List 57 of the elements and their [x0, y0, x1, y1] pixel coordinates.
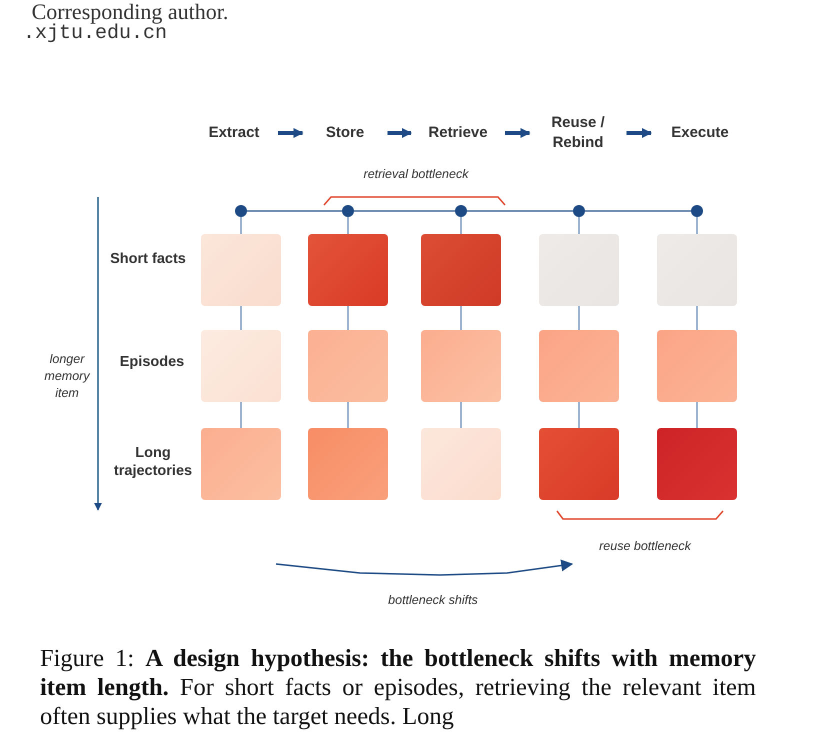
connector-line — [467, 210, 573, 212]
arrow-label: bottleneck shifts — [387, 592, 479, 608]
stage-marker — [573, 205, 585, 217]
stage-label: Execute — [651, 123, 749, 143]
heat-cell — [201, 234, 281, 306]
connector-line — [347, 306, 349, 330]
connector-line — [247, 210, 342, 212]
stage-marker — [342, 205, 354, 217]
stage-marker — [235, 205, 247, 217]
axis-label: longer memory item — [43, 351, 91, 402]
connector-line — [578, 217, 580, 234]
stage-marker — [691, 205, 703, 217]
row-label: Long trajectories — [112, 444, 194, 480]
heat-cell — [421, 234, 501, 306]
heat-cell — [201, 330, 281, 402]
heat-cell — [421, 428, 501, 500]
connector-line — [460, 402, 462, 428]
heat-cell — [539, 330, 619, 402]
stage-label: Store — [302, 123, 388, 143]
arrow — [626, 128, 652, 138]
heat-cell — [308, 330, 388, 402]
connector-line — [354, 210, 455, 212]
heat-cell — [539, 234, 619, 306]
connector-line — [578, 402, 580, 428]
connector-line — [347, 217, 349, 234]
connector-line — [578, 306, 580, 330]
heat-cell — [308, 428, 388, 500]
connector-line — [240, 306, 242, 330]
figure-caption: Figure 1: A design hypothesis: the bottleneck shifts with memory item length. For short facts or episodes, retrieving the relevant item often supplies what the target needs. Long — [40, 644, 756, 731]
stage-label: Reuse / Rebind — [530, 113, 626, 153]
stage-label: Extract — [190, 123, 278, 143]
connector-line — [347, 402, 349, 428]
connector-line — [585, 210, 691, 212]
connector-line — [240, 402, 242, 428]
arrow — [388, 128, 412, 138]
heat-cell — [657, 330, 737, 402]
heat-cell — [657, 428, 737, 500]
heat-cell — [657, 234, 737, 306]
connector-line — [696, 402, 698, 428]
heat-cell — [539, 428, 619, 500]
stage-marker — [455, 205, 467, 217]
author-note: Corresponding author. — [32, 0, 230, 24]
row-label: Episodes — [118, 353, 186, 371]
email-domain: .xjtu.edu.cn — [22, 22, 168, 46]
connector-line — [696, 217, 698, 234]
stage-label: Retrieve — [411, 123, 505, 143]
heat-cell — [308, 234, 388, 306]
heat-cell — [201, 428, 281, 500]
connector-line — [696, 306, 698, 330]
bracket-label: retrieval bottleneck — [362, 166, 470, 182]
row-label: Short facts — [109, 250, 187, 268]
bracket-label: reuse bottleneck — [598, 538, 692, 554]
arrow — [505, 128, 530, 138]
connector-line — [460, 306, 462, 330]
arrow — [278, 128, 304, 138]
heat-cell — [421, 330, 501, 402]
connector-line — [240, 217, 242, 234]
